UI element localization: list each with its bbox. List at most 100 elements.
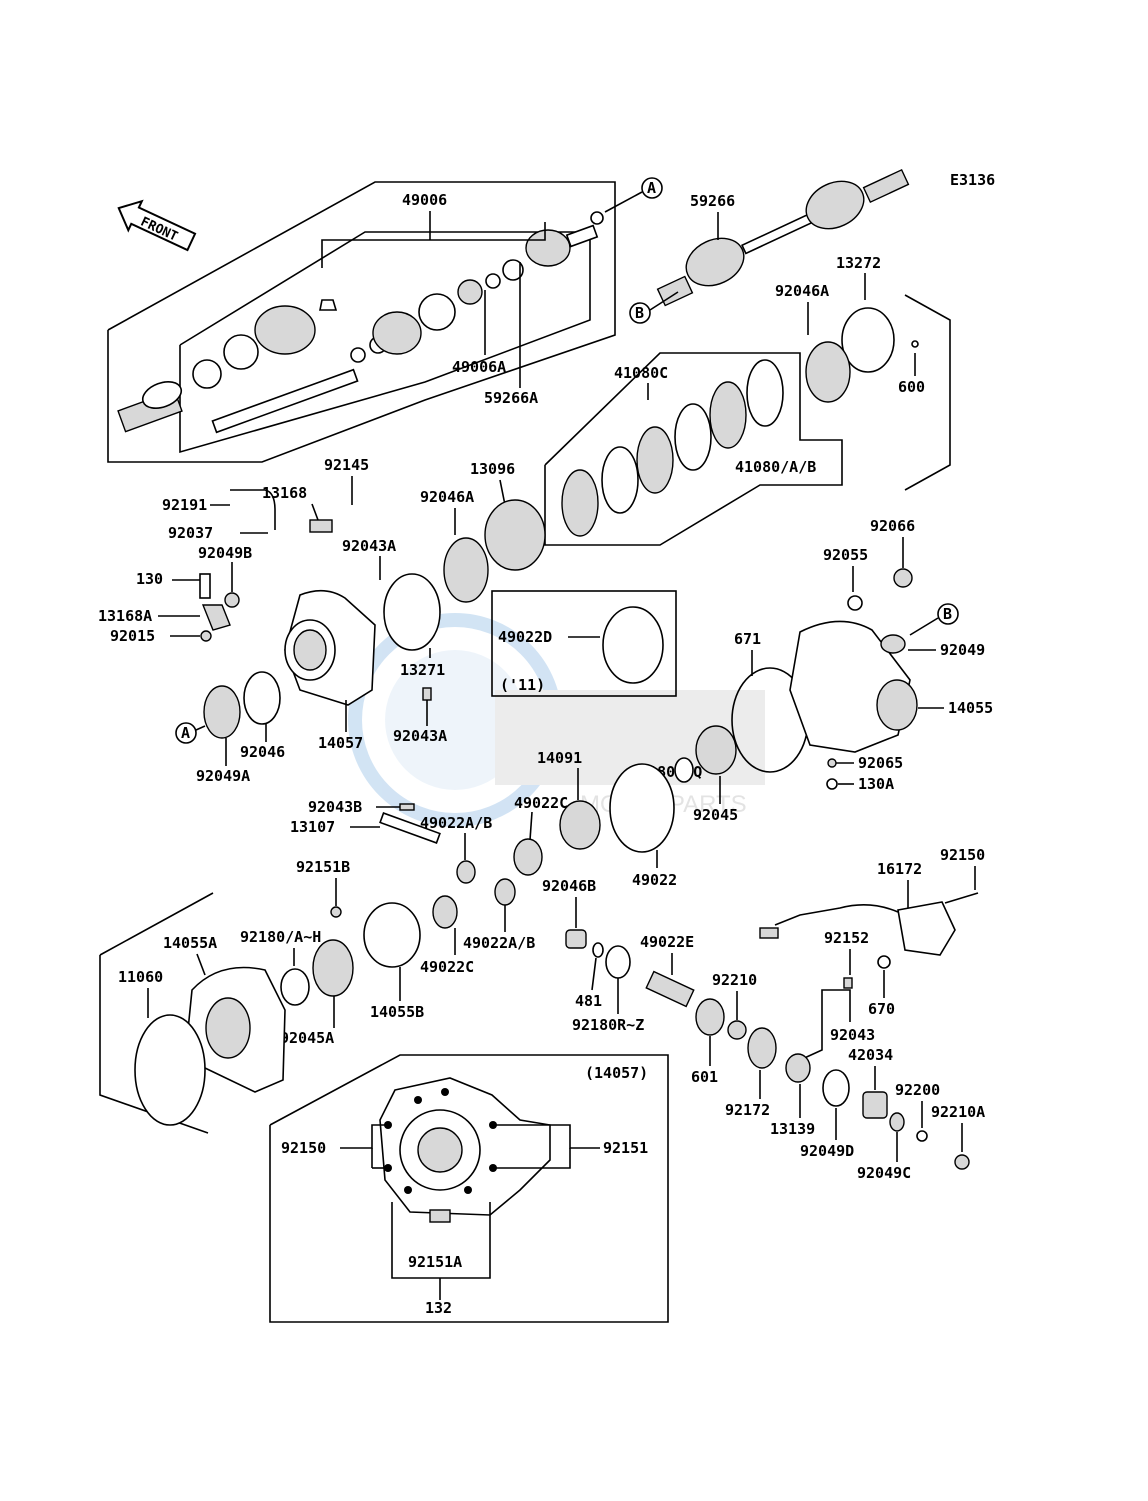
label-11060: 11060 [118, 968, 163, 986]
label-92049B: 92049B [198, 544, 252, 562]
label-49022D: 49022D [498, 628, 552, 646]
label-92046: 92046 [240, 743, 285, 761]
label-92046A-2: 92046A [420, 488, 474, 506]
ring-gear-49022D [602, 606, 664, 684]
shim-92180AH [280, 968, 310, 1006]
label-49022C-2: 49022C [420, 958, 474, 976]
label-13271: 13271 [400, 661, 445, 679]
clutch-pack-outline [544, 352, 843, 546]
callout-a-left [175, 722, 197, 744]
ring-gear-49022 [609, 763, 675, 853]
label-16172: 16172 [877, 860, 922, 878]
label-92055: 92055 [823, 546, 868, 564]
bearing-601 [695, 998, 725, 1036]
label-13272: 13272 [836, 254, 881, 272]
thrust-washer-13272 [841, 307, 895, 373]
label-92180AH: 92180/A~H [240, 928, 321, 946]
label-92152: 92152 [824, 929, 869, 947]
label-14055B: 14055B [370, 1003, 424, 1021]
label-92065: 92065 [858, 754, 903, 772]
front-case-assembly [379, 1077, 551, 1223]
shaft-subgroup-outline [179, 231, 591, 454]
label-13107: 13107 [290, 818, 335, 836]
label-42034: 42034 [848, 1046, 893, 1064]
clutch-case-14055B [363, 902, 421, 968]
label-130: 130 [136, 570, 163, 588]
label-49022: 49022 [632, 871, 677, 889]
front-case-14057 [284, 589, 376, 706]
thrust-bearing-92046A-2 [443, 537, 489, 603]
label-92045A: 92045A [280, 1029, 334, 1047]
joint-42034 [862, 1091, 888, 1119]
label-671: 671 [734, 630, 761, 648]
label-92210A: 92210A [931, 1103, 985, 1121]
inset-2011-box [491, 590, 677, 697]
thrust-bearing-92046A [805, 341, 851, 403]
label-13168A: 13168A [98, 607, 152, 625]
label-92045: 92045 [693, 806, 738, 824]
label-132: 132 [425, 1299, 452, 1317]
rear-drive-shaft [656, 168, 910, 307]
pinion-gear-49022E [645, 970, 695, 1008]
diagram-code: E3136 [950, 171, 995, 189]
clutch-plates [561, 359, 784, 537]
label-601: 601 [691, 1068, 718, 1086]
label-14055A: 14055A [163, 934, 217, 952]
label-14057: 14057 [318, 734, 363, 752]
label-92200: 92200 [895, 1081, 940, 1099]
label-41080C: 41080C [614, 364, 668, 382]
gasket-11060 [134, 1014, 206, 1126]
label-92046A-1: 92046A [775, 282, 829, 300]
label-49006A: 49006A [452, 358, 506, 376]
label-49022E: 49022E [640, 933, 694, 951]
label-59266A: 59266A [484, 389, 538, 407]
actuator-wire [774, 904, 899, 926]
shim-92180IQ [674, 757, 694, 783]
callout-b-top [629, 302, 651, 324]
label-49006: 49006 [402, 191, 447, 209]
label-13139: 13139 [770, 1120, 815, 1138]
inset-main-label: (14057) [585, 1064, 648, 1082]
bearing-92045A [312, 939, 354, 997]
label-92151B: 92151B [296, 858, 350, 876]
label-92150-2: 92150 [281, 1139, 326, 1157]
label-92043A-2: 92043A [393, 727, 447, 745]
label-92049C: 92049C [857, 1164, 911, 1182]
label-13168: 13168 [262, 484, 307, 502]
callout-a-top [641, 177, 663, 199]
label-92180RZ: 92180R~Z [572, 1016, 644, 1034]
front-drive-shaft [117, 211, 604, 434]
label-92037: 92037 [168, 524, 213, 542]
nut-13139 [785, 1053, 811, 1083]
bearing-92046 [243, 671, 281, 725]
label-92172: 92172 [725, 1101, 770, 1119]
label-14091: 14091 [537, 749, 582, 767]
label-481: 481 [575, 992, 602, 1010]
label-14055: 14055 [948, 699, 993, 717]
seal-92049A [203, 685, 241, 739]
callout-a-top-label: A [647, 179, 656, 197]
label-49022AB-1: 49022A/B [420, 814, 492, 832]
shim-13271 [383, 573, 441, 651]
front-arrow-icon: FRONT [117, 199, 197, 252]
label-92151: 92151 [603, 1139, 648, 1157]
label-49022AB-2: 49022A/B [463, 934, 535, 952]
label-130A: 130A [858, 775, 894, 793]
label-92191: 92191 [162, 496, 207, 514]
seal-92049D [822, 1069, 850, 1107]
label-600: 600 [898, 378, 925, 396]
inset-14057-outline [269, 1054, 669, 1323]
label-92151A: 92151A [408, 1253, 462, 1271]
diff-case-14091 [559, 800, 601, 850]
label-92150-1: 92150 [940, 846, 985, 864]
label-92049A: 92049A [196, 767, 250, 785]
label-92049: 92049 [940, 641, 985, 659]
pinion-shaft-13107 [379, 812, 441, 844]
needle-bearing-92046B [565, 929, 587, 949]
cam-13096 [484, 499, 546, 571]
label-92210: 92210 [712, 971, 757, 989]
label-92066: 92066 [870, 517, 915, 535]
seal-92049 [880, 634, 906, 654]
actuator-16172 [897, 901, 956, 956]
